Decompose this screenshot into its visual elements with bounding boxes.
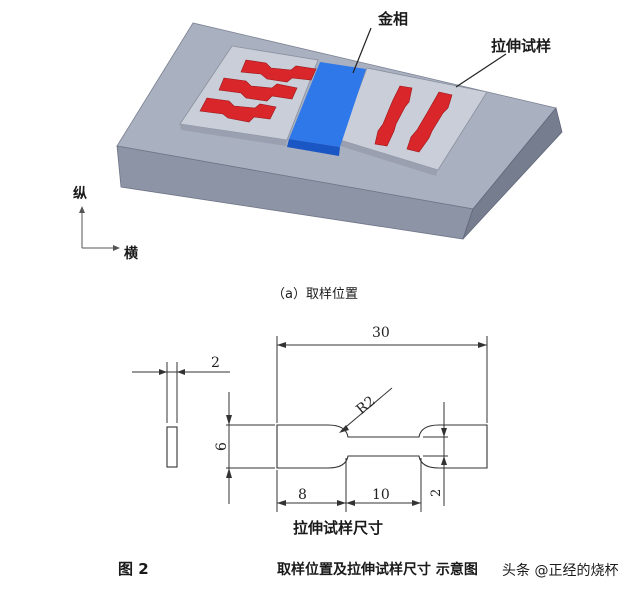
- dim-grip-width: 6: [214, 442, 230, 451]
- horizontal-specimen-1: [240, 59, 317, 83]
- dim-thickness: 2: [211, 355, 220, 371]
- dim-gauge-length: 10: [372, 487, 390, 503]
- watermark: 头条 @正经的烧杯: [502, 562, 618, 579]
- dim-gauge-width: 2: [429, 489, 444, 497]
- specimen-front-view: [276, 424, 488, 469]
- vertical-specimen-1: [374, 85, 413, 147]
- watermark-background: [497, 557, 637, 581]
- left-pocket-edge: [180, 124, 287, 146]
- metallographic-block-top: [289, 62, 366, 147]
- specimen-side-view: [166, 426, 178, 468]
- caption-a: （a）取样位置: [272, 287, 358, 302]
- dim-grip-length: 8: [298, 487, 307, 503]
- axis-vertical-label: 纵: [73, 185, 87, 202]
- figure-title: 取样位置及拉伸试样尺寸 示意图: [277, 561, 478, 578]
- right-pocket-edge: [340, 140, 438, 176]
- axis-horizontal-label: 横: [124, 245, 139, 262]
- specimen-leader-line: [455, 53, 507, 88]
- metallographic-leader-line: [352, 27, 372, 74]
- caption-b: 拉伸试样尺寸: [293, 519, 383, 537]
- metallographic-block-front: [287, 139, 340, 156]
- tensile-specimen-label: 拉伸试样: [491, 37, 551, 55]
- vertical-specimen-2: [406, 91, 453, 153]
- figure-number: 图 2: [118, 560, 149, 578]
- horizontal-specimen-3: [199, 97, 277, 123]
- orientation-axes: 纵 横: [73, 185, 139, 262]
- dim-radius: R2: [353, 393, 378, 418]
- specimen-dimension-drawing: 2 30 R2 6 8 10: [132, 325, 488, 537]
- plate-side-face: [462, 107, 563, 240]
- dim-total-length: 30: [372, 325, 390, 341]
- metallographic-label: 金相: [377, 10, 408, 28]
- horizontal-specimen-2: [218, 77, 298, 102]
- sampling-position-diagram: 金相 拉伸试样 纵 横 （a）取样位置: [73, 10, 563, 302]
- figure-footer: 图 2 取样位置及拉伸试样尺寸 示意图 头条 @正经的烧杯: [118, 557, 637, 581]
